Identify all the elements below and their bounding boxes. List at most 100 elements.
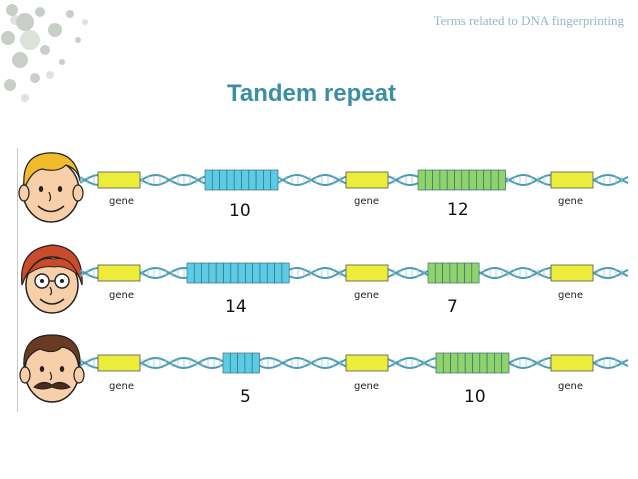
repeat-unit [229,352,238,374]
repeat-count-a: 5 [240,387,251,407]
tandem-repeat-block-a [204,169,279,191]
repeat-unit [245,262,254,284]
tandem-repeat-block-b [435,352,510,374]
repeat-unit [424,169,433,191]
repeat-unit [237,352,246,374]
repeat-unit [274,262,283,284]
gene-box [550,354,594,372]
repeat-count-a: 10 [229,201,251,221]
dna-strand-row-1 [79,169,629,191]
repeat-unit [454,169,463,191]
gene-box [345,354,389,372]
repeat-unit [501,352,510,374]
repeat-unit [472,352,481,374]
repeat-count-b: 12 [447,200,469,220]
repeat-unit [252,262,261,284]
repeat-unit [186,262,195,284]
repeat-unit [208,262,217,284]
repeat-unit [432,169,441,191]
repeat-count-a: 14 [225,297,247,317]
gene-label: gene [109,381,134,392]
gene-label: gene [354,381,379,392]
person-row-1: gene gene gene 10 12 [0,145,638,235]
mustache-man-face-icon [19,334,85,403]
repeat-unit [241,169,250,191]
repeat-unit [442,352,451,374]
gene-box [550,264,594,282]
repeat-count-b: 10 [464,387,486,407]
repeat-unit [457,352,466,374]
gene-box [97,171,141,189]
repeat-unit [468,169,477,191]
corner-decoration [1,4,88,102]
repeat-unit [215,262,224,284]
repeat-unit [483,169,492,191]
repeat-unit [201,262,210,284]
gene-label: gene [558,290,583,301]
repeat-unit [244,352,253,374]
repeat-unit [464,262,473,284]
person-row-3: gene gene gene 5 10 [0,325,638,415]
tandem-repeat-block-a [222,352,260,374]
gene-box [345,264,389,282]
repeat-unit [479,352,488,374]
gene-box [97,354,141,372]
header-topic: Terms related to DNA fingerprinting [433,13,624,28]
repeat-unit [226,169,235,191]
repeat-unit [417,169,426,191]
repeat-unit [222,352,231,374]
repeat-unit [449,262,458,284]
gene-box [97,264,141,282]
repeat-unit [427,262,436,284]
gene-box [345,171,389,189]
repeat-unit [281,262,290,284]
repeat-unit [251,352,260,374]
repeat-unit [211,169,220,191]
repeat-unit [255,169,264,191]
repeat-unit [446,169,455,191]
repeat-count-b: 7 [447,297,458,317]
repeat-unit [230,262,239,284]
repeat-unit [450,352,459,374]
tandem-repeat-block-a [186,262,290,284]
gene-label: gene [109,196,134,207]
tandem-repeat-block-b [417,169,506,191]
slide-title: Tandem repeat [227,80,396,107]
repeat-unit [237,262,246,284]
repeat-unit [223,262,232,284]
divider-line [17,148,18,412]
repeat-unit [193,262,202,284]
repeat-unit [490,169,499,191]
repeat-unit [476,169,485,191]
repeat-unit [434,262,443,284]
gene-label: gene [558,196,583,207]
repeat-unit [456,262,465,284]
repeat-unit [439,169,448,191]
repeat-unit [270,169,279,191]
repeat-unit [442,262,451,284]
dna-strand-row-3 [79,352,629,374]
dna-strand-row-2 [79,262,629,284]
repeat-unit [266,262,275,284]
blond-boy-face-icon [18,152,84,223]
repeat-unit [464,352,473,374]
repeat-unit [263,169,272,191]
gene-label: gene [558,381,583,392]
red-haired-woman-face-icon [20,244,83,314]
gene-label: gene [109,290,134,301]
repeat-unit [259,262,268,284]
person-row-2: gene gene gene 14 7 [0,235,638,325]
repeat-unit [435,352,444,374]
gene-box [550,171,594,189]
repeat-unit [219,169,228,191]
repeat-unit [233,169,242,191]
repeat-unit [497,169,506,191]
repeat-unit [248,169,257,191]
repeat-unit [471,262,480,284]
gene-label: gene [354,196,379,207]
repeat-unit [486,352,495,374]
tandem-repeat-block-b [427,262,480,284]
repeat-unit [461,169,470,191]
repeat-unit [494,352,503,374]
repeat-unit [204,169,213,191]
